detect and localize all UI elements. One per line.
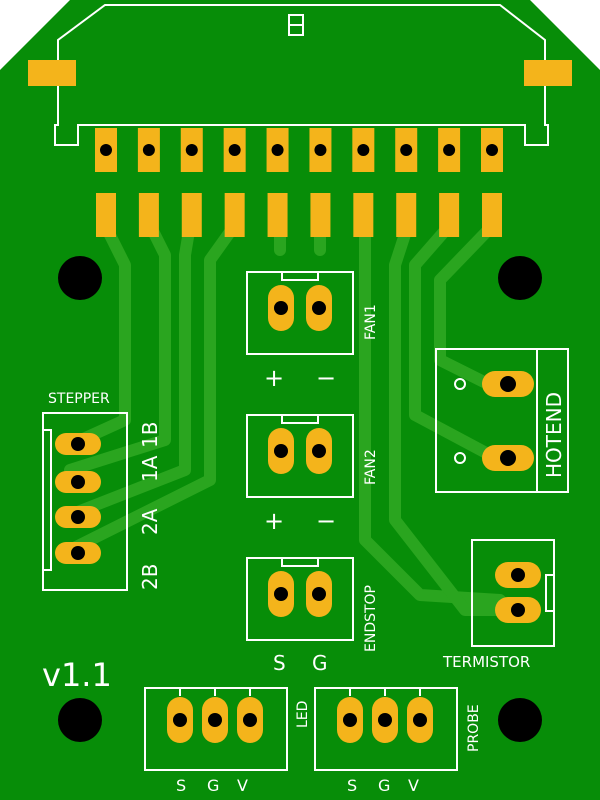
termistor-drill-2 (511, 603, 525, 617)
stepper-drill-3 (71, 510, 85, 524)
fan2-drill-1 (274, 444, 288, 458)
led-drill-3 (243, 713, 257, 727)
led-pin-g-label: G (207, 776, 219, 795)
connector-pin-drill-6 (314, 144, 327, 156)
connector-outline (54, 4, 549, 146)
connector-smd-pad-8 (396, 193, 417, 237)
connector-smd-pad-2 (138, 193, 159, 237)
termistor-key (545, 574, 555, 612)
stepper-drill-2 (71, 475, 85, 489)
led-label: LED (295, 701, 311, 728)
endstop-connector: ENDSTOP S G (246, 557, 379, 675)
connector-pin-drill-1 (100, 144, 112, 156)
probe-pin-g-label: G (378, 776, 390, 795)
hotend-terminal: HOTEND (435, 348, 569, 493)
fan1-drill-1 (274, 301, 288, 315)
led-connector: LED S G V (144, 687, 311, 795)
hotend-drill-2 (500, 450, 516, 466)
led-pin-v-label: V (237, 776, 248, 795)
endstop-key (281, 557, 319, 567)
stepper-drill-4 (71, 546, 85, 560)
hotend-label: HOTEND (542, 392, 566, 478)
probe-connector: PROBE S G V (314, 687, 482, 795)
connector-smd-pad-9 (439, 193, 460, 237)
probe-drill-2 (378, 713, 392, 727)
led-drill-2 (208, 713, 222, 727)
fan2-minus-label: − (316, 507, 336, 535)
connector-pins (95, 128, 503, 237)
connector-smd-pad-5 (267, 193, 288, 237)
fan2-key (281, 414, 319, 424)
termistor-label: TERMISTOR (442, 653, 530, 671)
fan1-label: FAN1 (363, 304, 379, 340)
mount-pad-left (28, 60, 76, 86)
probe-pin-v-label: V (408, 776, 419, 795)
termistor-connector: TERMISTOR (442, 539, 555, 671)
mount-pad-right (524, 60, 572, 86)
endstop-pin-g-label: G (312, 651, 328, 675)
probe-drill-1 (343, 713, 357, 727)
fan1-plus-label: + (264, 364, 284, 392)
connector-pin-drill-3 (185, 144, 198, 156)
stepper-key (42, 429, 52, 571)
connector-pin-drill-2 (142, 144, 155, 156)
fan2-label: FAN2 (363, 449, 379, 485)
probe-label: PROBE (466, 704, 482, 752)
mounting-hole-top-left (58, 256, 102, 300)
probe-drill-3 (413, 713, 427, 727)
fan1-minus-label: − (316, 364, 336, 392)
fan1-key (281, 271, 319, 281)
stepper-pin-1b-label: 1B (138, 422, 162, 448)
connector-pin-drill-7 (357, 144, 370, 156)
trace-1 (64, 219, 131, 451)
trace-10 (434, 219, 499, 391)
connector-smd-pad-7 (353, 193, 374, 237)
connector-smd-pad-1 (96, 193, 116, 237)
trace-2 (64, 219, 171, 476)
top-connector (28, 4, 572, 237)
stepper-pin-1a-label: 1A (138, 455, 162, 482)
endstop-pin-s-label: S (273, 651, 286, 675)
endstop-drill-1 (274, 587, 288, 601)
hotend-mark-1 (454, 378, 466, 390)
connector-smd-pad-10 (482, 193, 502, 237)
mounting-hole-bottom-left (58, 698, 102, 742)
trace-4 (64, 219, 241, 556)
stepper-connector: STEPPER 2B 2A 1A 1B (42, 391, 162, 591)
version-label: v1.1 (42, 656, 112, 694)
fan2-drill-2 (312, 444, 326, 458)
trace-9 (409, 219, 496, 461)
connector-smd-pad-3 (181, 193, 202, 237)
mounting-hole-top-right (498, 256, 542, 300)
endstop-drill-2 (312, 587, 326, 601)
fan1-connector: FAN1 + − (246, 271, 379, 392)
led-drill-1 (173, 713, 187, 727)
connector-pin-drill-5 (271, 144, 284, 156)
connector-pin-drill-9 (443, 144, 456, 156)
hotend-mark-2 (454, 452, 466, 464)
connector-smd-pad-6 (310, 193, 331, 237)
mounting-hole-bottom-right (498, 698, 542, 742)
stepper-drill-1 (71, 437, 85, 451)
hotend-drill-1 (500, 376, 516, 392)
fan1-drill-2 (312, 301, 326, 315)
stepper-label: STEPPER (48, 391, 110, 407)
connector-pin-drill-4 (228, 144, 241, 156)
fan2-plus-label: + (264, 507, 284, 535)
probe-pin-s-label: S (347, 776, 357, 795)
led-pin-s-label: S (176, 776, 186, 795)
trace-8 (389, 219, 526, 616)
connector-pin-drill-10 (486, 144, 498, 156)
connector-pin-drill-8 (400, 144, 413, 156)
endstop-label: ENDSTOP (363, 585, 379, 652)
fan2-connector: FAN2 + − (246, 414, 379, 535)
termistor-drill-1 (511, 568, 525, 582)
stepper-pin-2a-label: 2A (138, 508, 162, 535)
connector-smd-pad-4 (224, 193, 245, 237)
hotend-outline (435, 348, 569, 493)
stepper-pin-2b-label: 2B (138, 564, 162, 590)
